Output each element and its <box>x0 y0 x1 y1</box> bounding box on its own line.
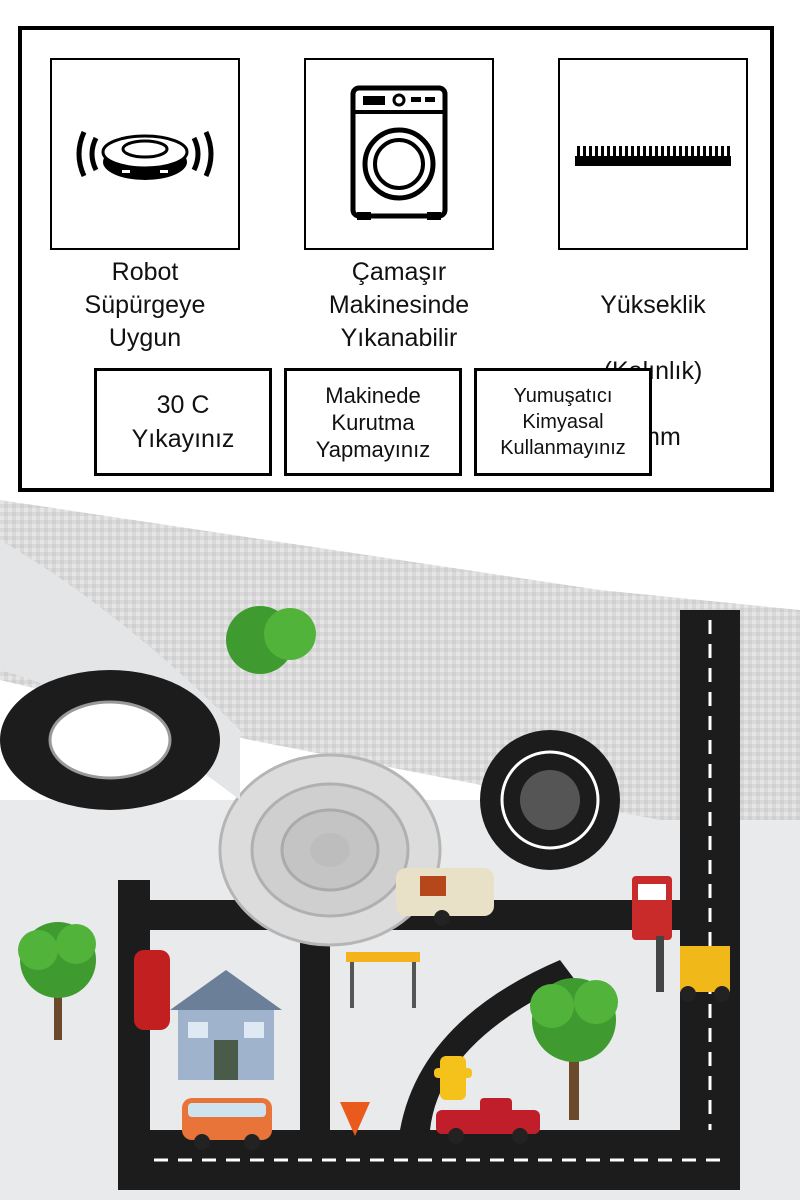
washing-machine-icon <box>350 85 448 220</box>
road-curve <box>400 960 575 1130</box>
washing-machine-box <box>304 58 494 250</box>
tree-top <box>226 606 316 674</box>
care-no-tumble-dry: Makinede Kurutma Yapmayınız <box>284 368 462 476</box>
care-wash-30c: 30 C Yıkayınız <box>94 368 272 476</box>
pile-height-icon <box>575 146 731 166</box>
tree-left <box>18 922 96 1040</box>
fire-hydrant <box>434 1056 472 1100</box>
road-right <box>680 610 740 1140</box>
pickup-red <box>436 1098 540 1144</box>
caravan <box>396 868 494 926</box>
care-info-panel: Robot Süpürgeye Uygun Çamaşır Makinesind… <box>18 26 774 492</box>
care-no-softener: Yumuşatıcı Kimyasal Kullanmayınız <box>474 368 652 476</box>
pile-height-title: Yükseklik <box>600 291 706 319</box>
rug-product-photo <box>0 500 800 1200</box>
robot-vacuum-icon <box>76 130 214 180</box>
care-no-tumble-dry-text: Makinede Kurutma Yapmayınız <box>315 382 431 462</box>
car-red-left <box>134 950 170 1030</box>
road-barrier <box>346 952 420 1008</box>
van-orange <box>182 1098 272 1150</box>
robot-vacuum-label: Robot Süpürgeye Uygun <box>84 258 206 352</box>
forklift <box>656 936 730 1002</box>
traffic-cone <box>340 1102 370 1136</box>
tree-right <box>530 978 618 1120</box>
pile-height-label: Yükseklik (Kalınlık) 9mm <box>533 256 773 487</box>
robot-vacuum-box <box>50 58 240 250</box>
rug-back-fabric <box>0 500 800 820</box>
care-no-softener-text: Yumuşatıcı Kimyasal Kullanmayınız <box>500 385 626 459</box>
road-middle-vertical <box>300 930 330 1130</box>
house <box>170 970 282 1080</box>
road-left <box>118 880 150 1190</box>
rug-illustration <box>0 500 800 1200</box>
washing-machine-label: Çamaşır Makinesinde Yıkanabilir <box>328 258 470 352</box>
care-wash-30c-text: 30 C Yıkayınız <box>131 391 235 453</box>
pile-height-box <box>558 58 748 250</box>
gas-pump <box>632 876 672 940</box>
